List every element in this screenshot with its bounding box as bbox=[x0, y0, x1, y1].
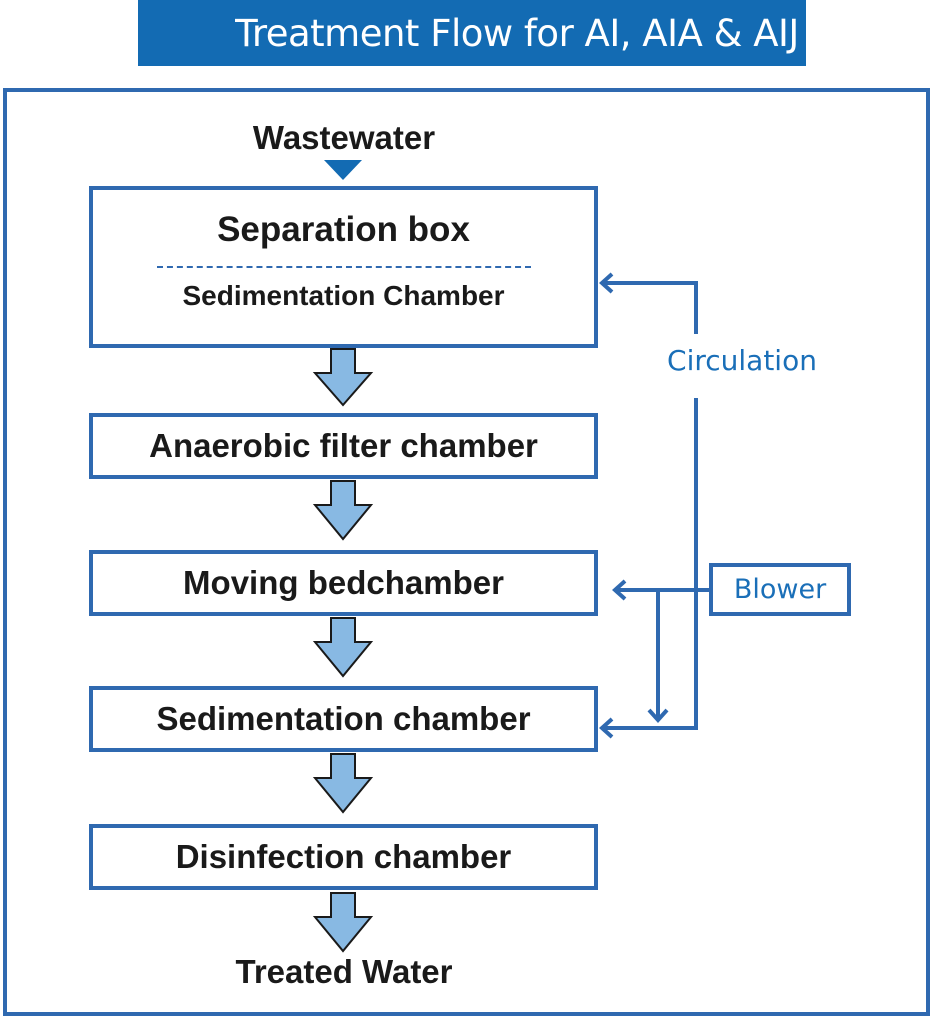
stage-label: Anaerobic filter chamber bbox=[149, 427, 538, 464]
stage-disinfection-chamber: Disinfection chamber bbox=[89, 824, 598, 890]
diagram-title: Treatment Flow for AI, AIA & AIJ bbox=[235, 11, 799, 55]
dashed-divider bbox=[156, 266, 531, 268]
flow-arrow-icon bbox=[312, 617, 374, 678]
stage-label: Moving bedchamber bbox=[183, 564, 504, 601]
blower-label: Blower bbox=[733, 574, 827, 605]
flow-arrow-icon bbox=[312, 348, 374, 407]
stage-anaerobic-filter-chamber: Anaerobic filter chamber bbox=[89, 413, 598, 479]
blower-box: Blower bbox=[709, 563, 851, 616]
blower-line bbox=[612, 579, 709, 723]
stage-label: Sedimentation chamber bbox=[156, 700, 531, 737]
diagram-frame bbox=[3, 88, 930, 1016]
stage-label: Separation box bbox=[217, 210, 470, 249]
stage-separation-box: Separation box Sedimentation Chamber bbox=[89, 186, 598, 348]
flow-arrow-icon bbox=[312, 480, 374, 541]
diagram-title-banner: Treatment Flow for AI, AIA & AIJ bbox=[138, 0, 806, 66]
output-label-treated-water: Treated Water bbox=[235, 953, 453, 990]
stage-sublabel: Sedimentation Chamber bbox=[182, 280, 505, 311]
stage-label: Disinfection chamber bbox=[175, 838, 512, 875]
flow-arrow-icon bbox=[312, 892, 374, 953]
input-arrow-icon bbox=[324, 160, 362, 180]
circulation-label: Circulation bbox=[667, 344, 817, 377]
flow-arrow-icon bbox=[312, 753, 374, 814]
input-label-wastewater: Wastewater bbox=[252, 119, 436, 156]
stage-sedimentation-chamber: Sedimentation chamber bbox=[89, 686, 598, 752]
stage-moving-bed-chamber: Moving bedchamber bbox=[89, 550, 598, 616]
circulation-line bbox=[599, 272, 698, 739]
